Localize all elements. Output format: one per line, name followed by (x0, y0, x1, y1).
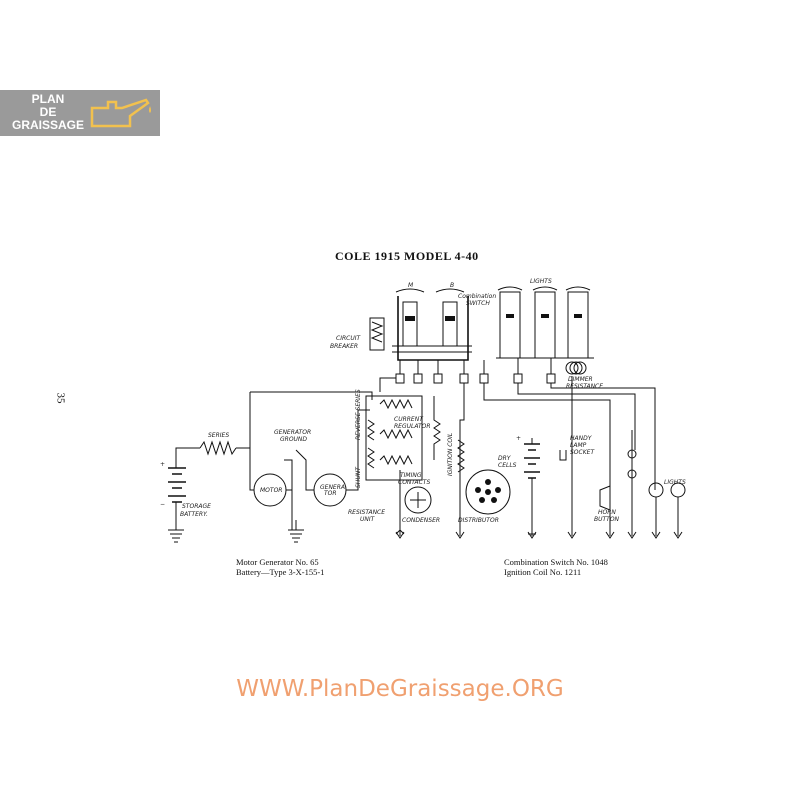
label-storage: STORAGE (182, 503, 211, 510)
label-b: B (450, 282, 454, 289)
label-genera: GENERA (320, 484, 345, 491)
label-button: BUTTON (594, 516, 620, 523)
handy-lamp-socket (559, 450, 567, 461)
label-circuit: CIRCUIT (336, 335, 361, 342)
label-resistance-unit-2: UNIT (360, 516, 376, 523)
label-resistance-unit-1: RESISTANCE (348, 509, 385, 516)
label-horn: HORN (598, 509, 616, 516)
label-switch: SWITCH (466, 300, 490, 307)
label-timing: TIMING (400, 472, 422, 479)
distributor (465, 469, 511, 515)
label-breaker: BREAKER (330, 343, 358, 350)
label-dry: DRY (498, 455, 512, 462)
right-lights (627, 430, 686, 530)
circuit-breaker (369, 317, 385, 351)
caption-left: Motor Generator No. 65 Battery—Type 3-X-… (236, 557, 325, 577)
label-battery: BATTERY. (180, 511, 208, 518)
ground-arrows (395, 530, 683, 539)
series-coil (199, 440, 237, 456)
logo-text: PLAN DE GRAISSAGE (11, 92, 84, 132)
lights-switches (496, 286, 594, 359)
label-motor: MOTOR (260, 487, 282, 494)
label-m: M (408, 282, 414, 289)
current-regulator (365, 395, 423, 481)
motor (249, 459, 293, 530)
label-shunt: SHUNT (355, 466, 362, 488)
label-series: SERIES (208, 432, 229, 439)
label-current: CURRENT (394, 416, 424, 423)
caption-right: Combination Switch No. 1048 Ignition Coi… (504, 557, 608, 577)
label-reverse-series: REVERSE SERIES (355, 389, 362, 440)
storage-battery (168, 452, 186, 543)
label-regulator: REGULATOR (394, 423, 431, 430)
label-distributor: DISTRIBUTOR (458, 517, 499, 524)
ground-symbol (288, 520, 304, 543)
horn (599, 485, 611, 511)
label-plus: + (160, 461, 165, 468)
dry-cells (524, 438, 540, 535)
label-cells: CELLS (498, 462, 517, 469)
diagram-title: COLE 1915 MODEL 4-40 (335, 249, 479, 263)
dimmer-resistance-coil (565, 361, 587, 375)
resistance-coil (433, 396, 441, 460)
label-lights-right: LIGHTS (664, 479, 686, 486)
label-ignition-coil: IGNITION COIL (447, 433, 454, 476)
oil-can-icon (90, 98, 151, 128)
label-dimmer: DIMMER (568, 376, 593, 383)
label-tor: TOR (324, 490, 337, 497)
ignition-coil (457, 383, 465, 530)
label-ground: GROUND (280, 436, 307, 443)
label-condenser: CONDENSER (402, 517, 440, 524)
label-contacts: CONTACTS (398, 479, 430, 486)
site-logo: PLAN DE GRAISSAGE (0, 90, 160, 136)
terminal-block (379, 358, 556, 392)
label-lamp: LAMP (570, 442, 587, 449)
combination-switch (392, 288, 472, 361)
label-lights-top: LIGHTS (530, 278, 552, 285)
label-minus: − (160, 501, 165, 508)
footer-url[interactable]: WWW.PlanDeGraissage.ORG (236, 676, 564, 702)
generator (295, 409, 370, 507)
label-generator: GENERATOR (274, 429, 311, 436)
label-resistance: RESISTANCE (566, 383, 603, 390)
label-socket: SOCKET (570, 449, 595, 456)
label-plus-dry: + (516, 435, 521, 442)
label-combination: Combination (458, 293, 496, 300)
label-handy: HANDY (570, 435, 593, 442)
